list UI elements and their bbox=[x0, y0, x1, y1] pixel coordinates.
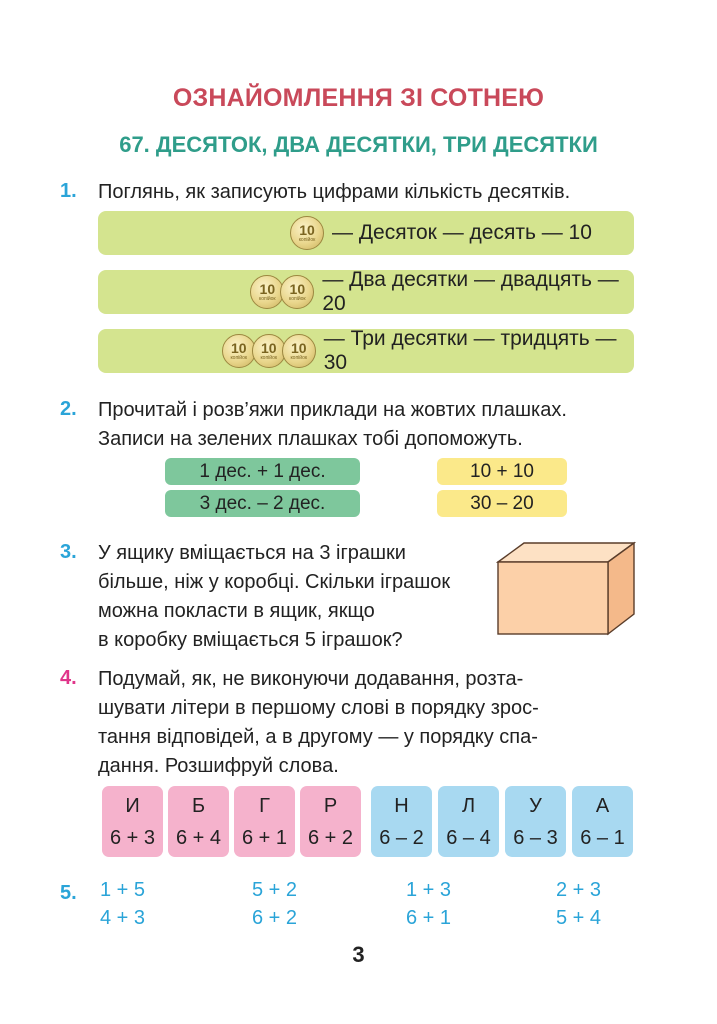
chapter-title: ОЗНАЙОМЛЕННЯ ЗІ СОТНЕЮ bbox=[172, 84, 545, 112]
sum-expression: 6 + 1 bbox=[406, 907, 452, 929]
example-chip: 10 + 10 bbox=[437, 458, 567, 485]
card-letter: Л bbox=[461, 794, 476, 817]
task-text-line: Записи на зелених плашках тобі допоможут… bbox=[98, 428, 523, 450]
card-letter: Г bbox=[259, 794, 270, 817]
letter-card: Р 6 + 2 bbox=[300, 786, 361, 857]
task-text-line: Подумай, як, не виконуючи додавання, роз… bbox=[98, 668, 524, 690]
letter-card: Н 6 – 2 bbox=[371, 786, 432, 857]
card-expression: 6 + 4 bbox=[175, 827, 222, 850]
sum-column: 2 + 3 5 + 4 bbox=[556, 876, 601, 932]
task-text-line: в коробку вміщається 5 іграшок? bbox=[98, 629, 403, 651]
sum-expression: 4 + 3 bbox=[100, 907, 146, 929]
task-number: 5. bbox=[60, 882, 77, 904]
card-expression: 6 – 4 bbox=[446, 827, 491, 850]
example-chip: 30 – 20 bbox=[437, 490, 567, 517]
sum-column: 5 + 2 6 + 2 bbox=[252, 876, 297, 932]
card-letter: А bbox=[595, 794, 610, 817]
task-text-line: більше, ніж у коробці. Скільки іграшок bbox=[98, 571, 451, 593]
task-number: 3. bbox=[60, 541, 77, 563]
sum-column: 1 + 3 6 + 1 bbox=[406, 876, 451, 932]
hint-chip: 3 дес. – 2 дес. bbox=[165, 490, 360, 517]
letter-card: Г 6 + 1 bbox=[234, 786, 295, 857]
task-number: 4. bbox=[60, 667, 77, 689]
box-illustration bbox=[496, 541, 637, 636]
task-text: Поглянь, як записують цифрами кількість … bbox=[98, 181, 571, 203]
card-expression: 6 + 2 bbox=[307, 827, 354, 850]
task-text-line: тання відповідей, а в другому — у порядк… bbox=[98, 726, 538, 748]
task-number: 2. bbox=[60, 398, 77, 420]
task-text-line: шувати літери в першому слові в порядку … bbox=[98, 697, 539, 719]
card-letter: Н bbox=[394, 794, 409, 817]
card-expression: 6 – 3 bbox=[513, 827, 558, 850]
letter-card: А 6 – 1 bbox=[572, 786, 633, 857]
hint-chip: 1 дес. + 1 дес. bbox=[165, 458, 360, 485]
sum-expression: 5 + 2 bbox=[252, 879, 298, 901]
task-number: 1. bbox=[60, 180, 77, 202]
task-text-line: У ящику вміщається на 3 іграшки bbox=[98, 542, 406, 564]
task-text-line: Прочитай і розв’яжи приклади на жовтих п… bbox=[98, 399, 567, 421]
task-text-line: дання. Розшифруй слова. bbox=[98, 755, 339, 777]
sum-expression: 5 + 4 bbox=[556, 907, 602, 929]
card-expression: 6 – 1 bbox=[580, 827, 625, 850]
letter-card: У 6 – 3 bbox=[505, 786, 566, 857]
tens-row-text: — Три десятки — тридцять — 30 bbox=[323, 327, 617, 374]
card-expression: 6 + 3 bbox=[109, 827, 156, 850]
lesson-title: 67. ДЕСЯТОК, ДВА ДЕСЯТКИ, ТРИ ДЕСЯТКИ bbox=[119, 132, 598, 157]
task-text-line: можна покласти в ящик, якщо bbox=[98, 600, 375, 622]
card-letter: Б bbox=[191, 794, 206, 817]
card-expression: 6 – 2 bbox=[379, 827, 424, 850]
sum-expression: 1 + 3 bbox=[406, 879, 452, 901]
tens-row-text: — Два десятки — двадцять — 20 bbox=[322, 268, 619, 315]
letter-card: Б 6 + 4 bbox=[168, 786, 229, 857]
page-number: 3 bbox=[352, 942, 365, 967]
sum-expression: 6 + 2 bbox=[252, 907, 298, 929]
sum-expression: 1 + 5 bbox=[100, 879, 146, 901]
card-letter: И bbox=[125, 794, 140, 817]
sum-column: 1 + 5 4 + 3 bbox=[100, 876, 145, 932]
card-letter: Р bbox=[323, 794, 338, 817]
card-letter: У bbox=[529, 794, 542, 817]
card-expression: 6 + 1 bbox=[241, 827, 288, 850]
letter-card: И 6 + 3 bbox=[102, 786, 163, 857]
letter-card: Л 6 – 4 bbox=[438, 786, 499, 857]
sum-expression: 2 + 3 bbox=[556, 879, 602, 901]
tens-row-text: — Десяток — десять — 10 bbox=[332, 221, 592, 244]
